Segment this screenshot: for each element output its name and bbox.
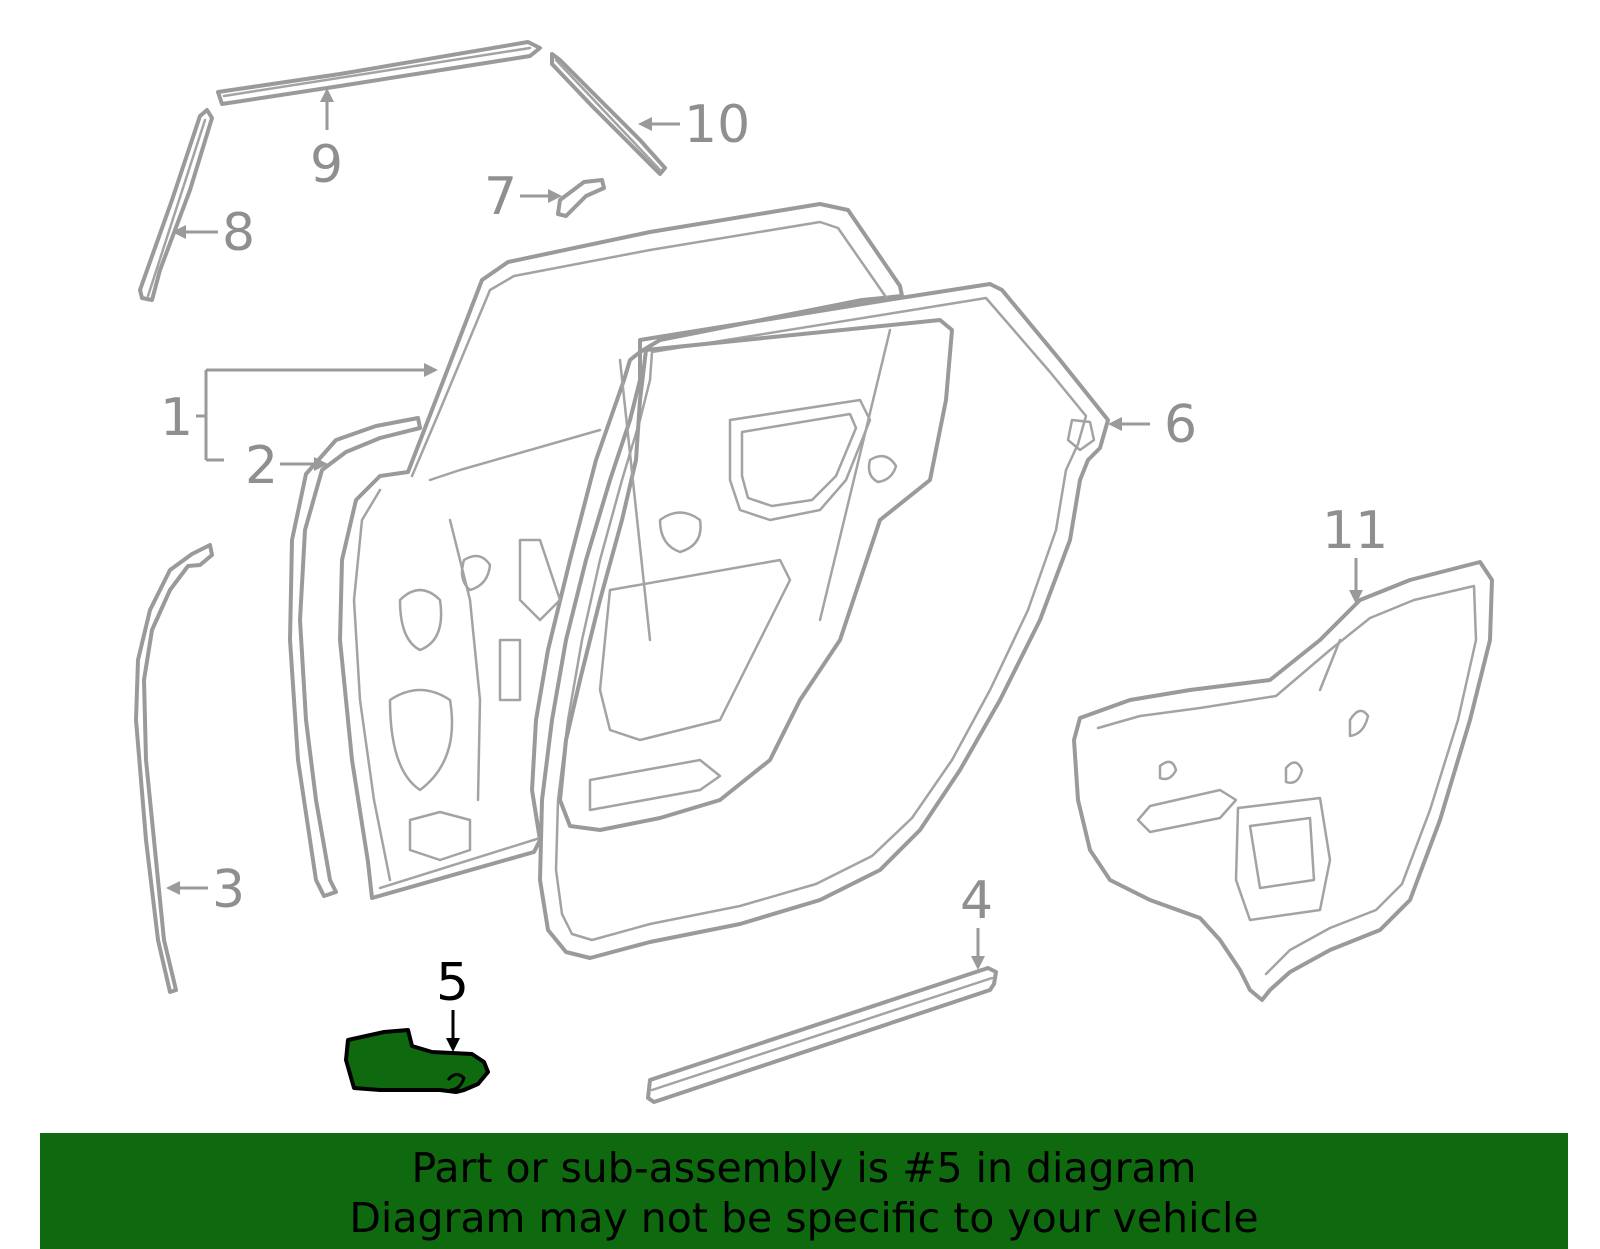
part-1-inner-panel [558, 318, 954, 832]
leader-6 [1108, 417, 1150, 431]
callout-6: 6 [1164, 395, 1197, 455]
part-8-pillar-molding [138, 108, 214, 302]
leader-1 [196, 363, 438, 462]
leader-3 [166, 881, 208, 895]
part-9-roof-molding [216, 40, 542, 106]
part-5-highlighted[interactable] [344, 1028, 490, 1094]
leader-9 [320, 88, 334, 130]
callout-4: 4 [960, 871, 993, 931]
callout-7: 7 [484, 167, 517, 227]
callout-3: 3 [212, 860, 245, 920]
callout-10: 10 [684, 95, 750, 155]
leader-8 [172, 225, 218, 239]
part-2-seal [288, 416, 422, 898]
leader-7 [520, 189, 562, 203]
leader-2 [280, 457, 328, 471]
part-4-sill-molding [646, 966, 998, 1104]
callout-11: 11 [1322, 501, 1388, 561]
banner-line-1: Part or sub-assembly is #5 in diagram [411, 1144, 1197, 1192]
callout-5: 5 [436, 953, 469, 1013]
banner-line-2: Diagram may not be specific to your vehi… [349, 1194, 1259, 1242]
leader-5 [446, 1010, 460, 1052]
leader-10 [638, 117, 680, 131]
callout-2: 2 [245, 436, 278, 496]
part-1-door-shell [338, 202, 904, 900]
part-7-bracket [556, 178, 606, 218]
info-banner: Part or sub-assembly is #5 in diagram Di… [40, 1133, 1568, 1249]
part-11-deflector [1072, 560, 1494, 1002]
callout-9: 9 [310, 135, 343, 195]
callout-1: 1 [160, 388, 193, 448]
part-6-seal [538, 282, 1110, 960]
part-10-channel-molding [550, 52, 667, 176]
callout-8: 8 [222, 203, 255, 263]
part-3-seal [134, 543, 214, 994]
leader-11 [1349, 558, 1363, 604]
leader-4 [971, 928, 985, 970]
